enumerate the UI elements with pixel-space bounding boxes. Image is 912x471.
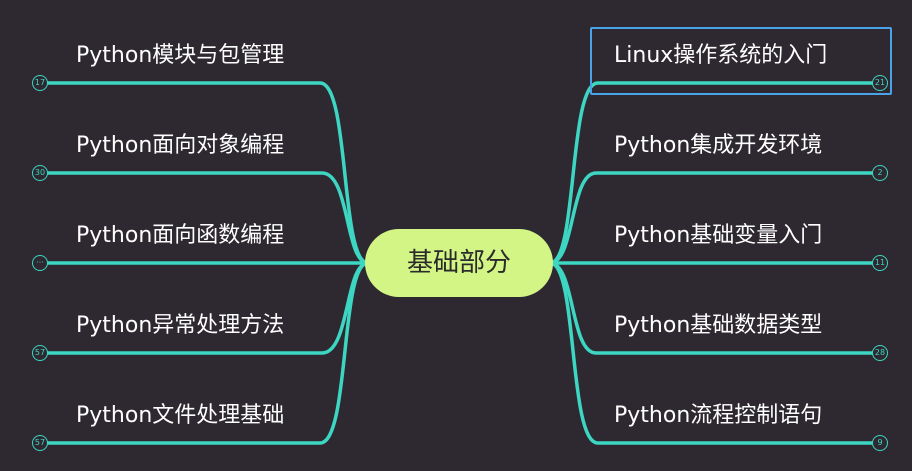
left-node-5[interactable]: Python文件处理基础: [76, 403, 285, 428]
connector-right-2: [548, 171, 875, 265]
collapse-count-badge[interactable]: 28: [872, 345, 888, 361]
collapse-count-badge[interactable]: 57: [32, 435, 48, 451]
collapse-count-badge[interactable]: 11: [872, 255, 888, 271]
right-node-1[interactable]: Linux操作系统的入门: [614, 43, 828, 68]
right-node-2[interactable]: Python集成开发环境: [614, 133, 823, 158]
left-node-1[interactable]: Python模块与包管理: [76, 43, 285, 68]
root-node[interactable]: 基础部分: [365, 229, 553, 297]
left-connectors: [38, 81, 370, 445]
collapse-count-badge[interactable]: 30: [32, 165, 48, 181]
collapse-count-badge[interactable]: 9: [872, 435, 888, 451]
connector-right-5: [548, 261, 875, 445]
left-node-4[interactable]: Python异常处理方法: [76, 313, 285, 338]
collapse-count-badge[interactable]: ···: [32, 255, 48, 271]
left-node-2[interactable]: Python面向对象编程: [76, 133, 285, 158]
right-node-3[interactable]: Python基础变量入门: [614, 223, 823, 248]
right-node-4[interactable]: Python基础数据类型: [614, 313, 823, 338]
connector-left-2: [38, 171, 370, 265]
right-connectors: [548, 81, 875, 445]
left-node-3[interactable]: Python面向函数编程: [76, 223, 285, 248]
collapse-count-badge[interactable]: 17: [32, 75, 48, 91]
collapse-count-badge[interactable]: 2: [872, 165, 888, 181]
connector-right-1: [548, 81, 875, 265]
collapse-count-badge[interactable]: 57: [32, 345, 48, 361]
selection-outline: [590, 27, 892, 95]
connector-left-5: [38, 261, 370, 445]
right-node-5[interactable]: Python流程控制语句: [614, 403, 823, 428]
collapse-count-badge[interactable]: 21: [872, 75, 888, 91]
